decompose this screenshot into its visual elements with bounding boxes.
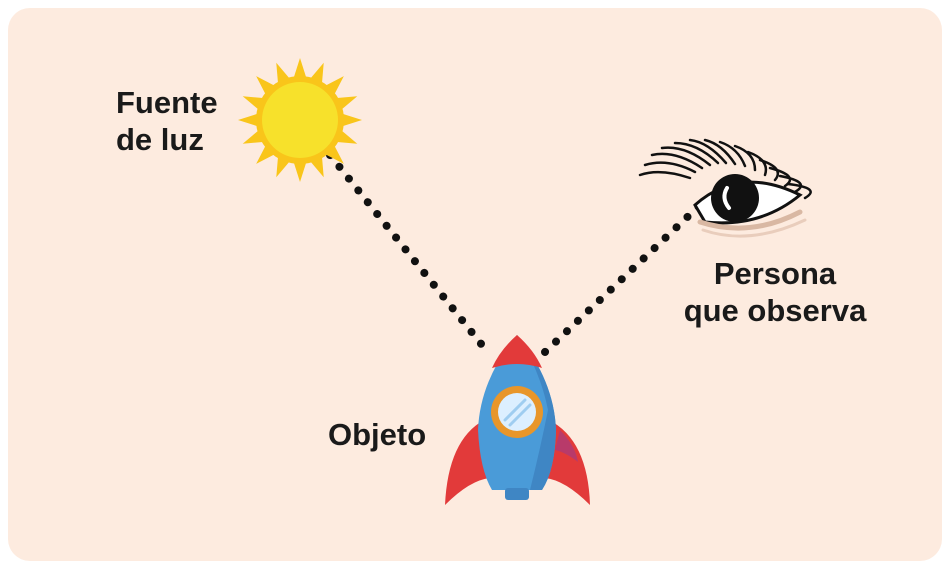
reflected-ray-to-eye — [541, 201, 704, 356]
observer-label-line1: Persona — [713, 256, 837, 291]
object-label: Objeto — [328, 417, 427, 452]
light-source-label-line1: Fuente — [116, 85, 218, 120]
eye-icon — [638, 138, 812, 238]
light-ray-to-object — [326, 151, 494, 359]
observer-label-line2: que observa — [683, 293, 867, 328]
rocket-icon — [445, 335, 590, 505]
light-source-label-line2: de luz — [116, 122, 204, 157]
sun-icon — [238, 58, 362, 182]
observer-label: Persona que observa — [670, 255, 880, 329]
light-source-label: Fuente de luz — [116, 84, 218, 158]
